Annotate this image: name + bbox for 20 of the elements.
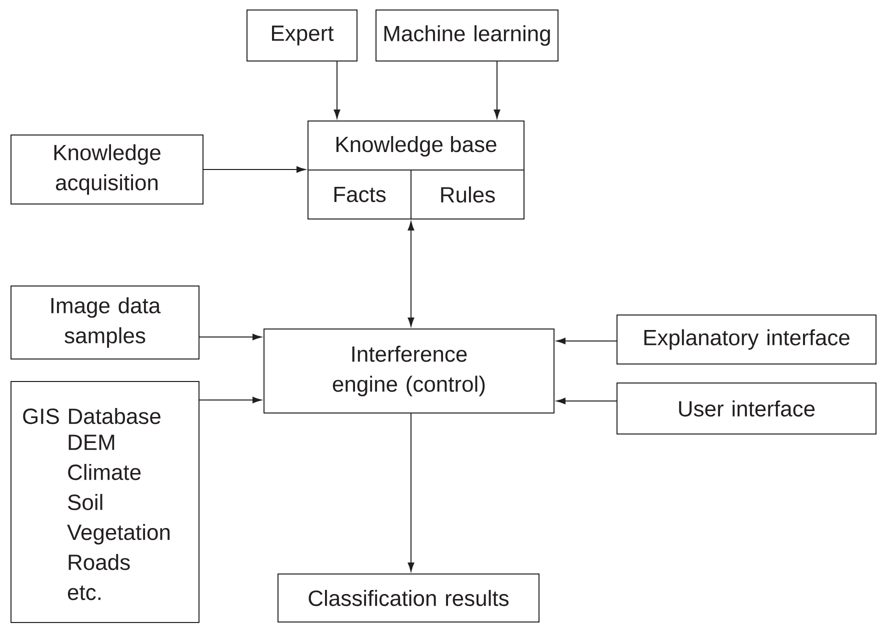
arrow: [556, 398, 617, 404]
arrow: [408, 221, 414, 327]
process-box: Classification results: [278, 574, 540, 622]
arrow: [556, 338, 617, 344]
process-box: Expert: [246, 10, 358, 62]
process-box: User interface: [616, 382, 876, 434]
process-box: Interference engine (control): [264, 328, 554, 414]
arrow: [408, 413, 414, 572]
arrow: [199, 396, 262, 404]
process-box: Knowledge acquisition: [10, 134, 204, 204]
arrow: [494, 61, 500, 119]
process-box: Machine learning: [376, 10, 558, 62]
table-cell: Facts: [308, 170, 412, 220]
table-cell: Rules: [410, 170, 524, 220]
process-box: Image data samples: [10, 286, 200, 360]
process-box: Explanatory interface: [616, 314, 876, 364]
database-box: GIS Database DEM Climate Soil Vegetation Roads etc.: [10, 381, 200, 623]
arrow: [334, 61, 340, 119]
arrow: [203, 166, 306, 173]
arrow: [199, 334, 262, 340]
